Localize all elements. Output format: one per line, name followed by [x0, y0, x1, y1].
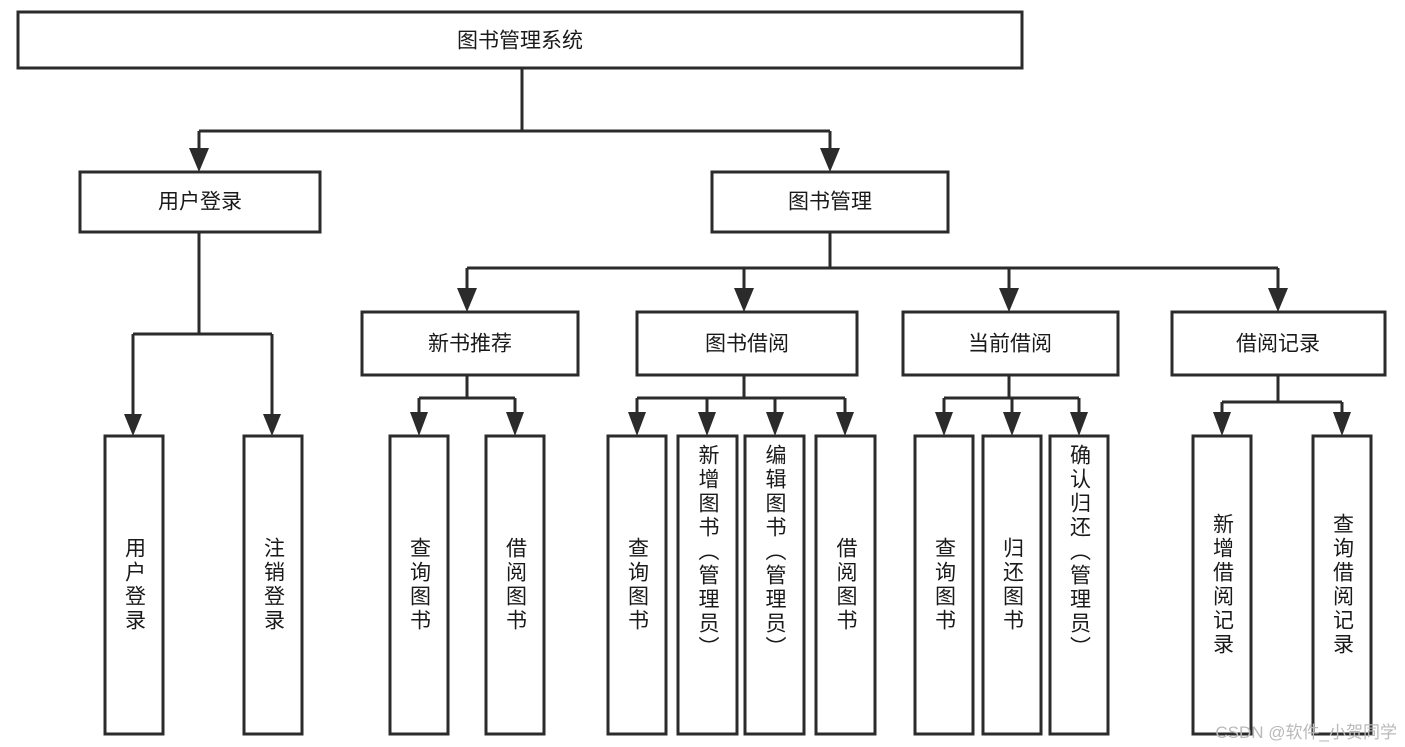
leaf-box-12[interactable]: [1311, 434, 1373, 736]
leaf-box-1[interactable]: [242, 434, 304, 736]
arrowhead-leaf-3: [506, 412, 524, 436]
arrowhead-leaf-12: [1333, 412, 1351, 436]
arrowhead-leaf-1: [263, 414, 281, 436]
leaf-box-5[interactable]: [676, 434, 739, 736]
arrowhead-leaf-8: [935, 412, 953, 436]
arrowhead-leaf-10: [1070, 412, 1088, 436]
node-book-management[interactable]: [710, 170, 950, 234]
arrowhead-leaf-9: [1003, 412, 1021, 436]
node-root-label: 图书管理系统: [457, 30, 583, 53]
arrowhead-leaf-6: [766, 412, 784, 436]
leaf-box-8[interactable]: [913, 434, 975, 736]
node-borrow-record[interactable]: [1170, 310, 1387, 377]
node-new-book-recommend[interactable]: [360, 310, 580, 377]
node-user-login[interactable]: [78, 170, 322, 234]
nodes-group: 图书管理系统 用户登录 图书管理 新书推荐 图书借阅 当前借阅 借阅记录: [16, 10, 1387, 736]
arrowhead-l3-3: [1268, 288, 1288, 312]
watermark-text: CSDN @软件_小贺同学: [1215, 723, 1397, 742]
node-borrow-record-label: 借阅记录: [1236, 333, 1320, 356]
leaf-box-7[interactable]: [814, 434, 877, 736]
arrowhead-userlogin: [189, 148, 209, 172]
leaf-box-6[interactable]: [743, 434, 806, 736]
leaf-box-10[interactable]: [1048, 434, 1110, 736]
node-current-borrow-label: 当前借阅: [968, 333, 1052, 356]
leaf-box-2[interactable]: [388, 434, 450, 736]
arrowhead-leaf-5: [698, 412, 716, 436]
node-root[interactable]: [16, 10, 1024, 70]
leaf-box-9[interactable]: [981, 434, 1043, 736]
arrowhead-leaf-0: [124, 414, 142, 436]
node-new-book-recommend-label: 新书推荐: [428, 333, 512, 356]
node-book-borrow-label: 图书借阅: [705, 333, 789, 356]
node-current-borrow[interactable]: [901, 310, 1120, 377]
arrowhead-leaf-2: [410, 412, 428, 436]
leaf-box-0[interactable]: [103, 434, 165, 736]
leaf-box-11[interactable]: [1191, 434, 1253, 736]
arrowhead-l3-2: [999, 288, 1019, 312]
arrowhead-l3-0: [457, 288, 477, 312]
leaf-box-4[interactable]: [606, 434, 668, 736]
arrowheads-group: [124, 148, 1351, 436]
arrowhead-leaf-7: [836, 412, 854, 436]
arrowhead-leaf-4: [628, 412, 646, 436]
arrowhead-l3-1: [734, 288, 754, 312]
node-user-login-label: 用户登录: [158, 191, 242, 214]
node-book-management-label: 图书管理: [788, 191, 872, 214]
node-book-borrow[interactable]: [635, 310, 859, 377]
arrowhead-bookmgmt: [820, 148, 840, 172]
arrowhead-leaf-11: [1213, 412, 1231, 436]
leaf-box-3[interactable]: [484, 434, 546, 736]
